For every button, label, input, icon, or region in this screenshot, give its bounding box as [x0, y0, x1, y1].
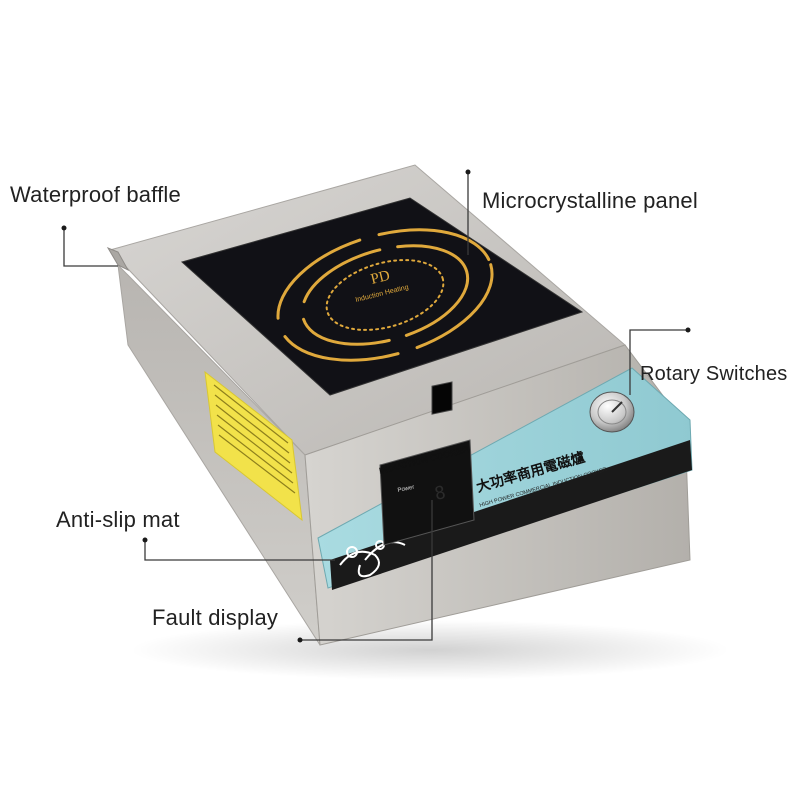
waterproof-baffle	[106, 246, 130, 272]
display-digit: 8	[433, 482, 448, 505]
dot-rotary	[685, 327, 691, 333]
fault-display-screen	[431, 381, 453, 415]
leader-rotary-switches	[629, 329, 688, 395]
front-panel-black-strip	[330, 440, 692, 590]
callout-waterproof-baffle: Waterproof baffle	[10, 182, 181, 207]
rotary-switch[interactable]	[589, 391, 635, 433]
leader-fault-display	[300, 500, 433, 641]
power-label: Power	[397, 485, 415, 494]
display-panel	[379, 439, 475, 546]
brand-mark: PD	[369, 268, 392, 288]
microcrystalline-panel	[180, 197, 584, 396]
dot-antislip	[142, 537, 148, 543]
callout-dots	[61, 169, 691, 643]
dot-fault	[297, 637, 303, 643]
dot-waterproof	[61, 225, 67, 231]
callout-rotary-switches: Rotary Switches	[640, 363, 788, 385]
leader-anti-slip-mat	[144, 540, 335, 561]
callout-microcrystalline-panel: Microcrystalline panel	[482, 188, 698, 213]
leader-waterproof-baffle	[63, 228, 118, 267]
callout-anti-slip-mat: Anti-slip mat	[56, 507, 180, 532]
warning-label-text-lines	[213, 384, 296, 494]
floor-shadow	[130, 620, 730, 680]
induction-cooker	[106, 164, 693, 646]
dot-panel	[465, 169, 471, 175]
callout-fault-display: Fault display	[152, 605, 279, 630]
warning-label	[204, 370, 303, 522]
callout-leaders	[63, 172, 688, 641]
induction-coil-rings	[276, 228, 494, 362]
